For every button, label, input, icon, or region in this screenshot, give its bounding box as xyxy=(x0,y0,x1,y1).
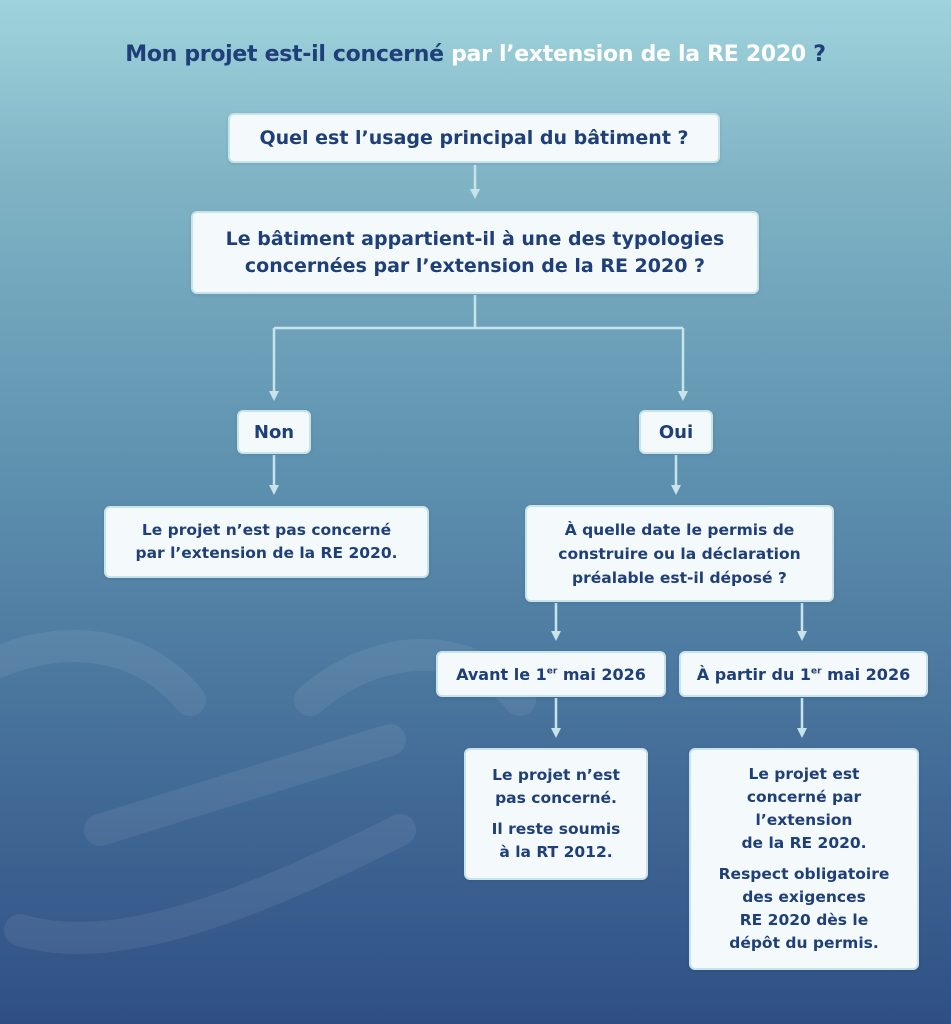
option-avant-box: Avant le 1er mai 2026 xyxy=(436,651,666,697)
option-avant-suffix: mai 2026 xyxy=(557,664,646,684)
option-apartir-box: À partir du 1er mai 2026 xyxy=(679,651,928,697)
question-typologie-box: Le bâtiment appartient-il à une des typo… xyxy=(191,211,759,294)
result-apartir-box: Le projet est concerné par l’extension d… xyxy=(689,748,919,970)
option-apartir-suffix: mai 2026 xyxy=(821,664,911,684)
result-avant-line-1: Le projet n’est xyxy=(492,766,620,784)
result-apartir-line-6: des exigences xyxy=(742,888,866,906)
question-usage-box: Quel est l’usage principal du bâtiment ? xyxy=(228,113,720,163)
result-non-line-2: par l’extension de la RE 2020. xyxy=(135,544,398,562)
result-avant-line-3: Il reste soumis xyxy=(491,820,621,838)
question-date-line-1: À quelle date le permis de xyxy=(564,520,795,539)
title-part-3: ? xyxy=(813,42,826,67)
question-date-line-3: préalable est-il déposé ? xyxy=(572,568,787,587)
result-apartir-line-1: Le projet est xyxy=(748,765,860,783)
result-non-box: Le projet n’est pas concerné par l’exten… xyxy=(104,506,429,578)
result-apartir-line-3: l’extension xyxy=(755,811,853,829)
question-usage-text: Quel est l’usage principal du bâtiment ? xyxy=(259,127,689,149)
answer-oui-text: Oui xyxy=(658,421,694,443)
answer-non-text: Non xyxy=(253,421,295,443)
title-part-1: Mon projet est-il concerné xyxy=(125,42,444,67)
option-avant-sup: er xyxy=(546,666,558,677)
result-apartir-line-5: Respect obligatoire xyxy=(718,865,890,883)
question-date-box: À quelle date le permis de construire ou… xyxy=(525,505,834,602)
option-avant-text: Avant le 1er mai 2026 xyxy=(456,665,646,684)
option-avant-prefix: Avant le 1 xyxy=(456,664,547,684)
result-avant-box: Le projet n’est pas concerné. Il reste s… xyxy=(464,748,648,880)
question-typologie-line-2: concernées par l’extension de la RE 2020… xyxy=(244,254,706,277)
option-apartir-sup: er xyxy=(811,666,822,677)
result-avant-line-2: pas concerné. xyxy=(495,789,617,807)
option-apartir-prefix: À partir du 1 xyxy=(696,664,812,684)
result-non-line-1: Le projet n’est pas concerné xyxy=(141,521,392,539)
result-avant-line-4: à la RT 2012. xyxy=(499,843,613,861)
result-apartir-line-8: dépôt du permis. xyxy=(729,934,879,952)
result-apartir-line-4: de la RE 2020. xyxy=(741,834,867,852)
title-part-2: par l’extension de la RE 2020 xyxy=(451,42,806,67)
answer-non-box: Non xyxy=(237,410,311,454)
result-apartir-line-2: concerné par xyxy=(746,788,862,806)
result-apartir-line-7: RE 2020 dès le xyxy=(739,911,869,929)
page-title: Mon projet est-il concerné par l’extensi… xyxy=(0,38,951,72)
question-typologie-line-1: Le bâtiment appartient-il à une des typo… xyxy=(225,227,725,250)
option-apartir-text: À partir du 1er mai 2026 xyxy=(697,665,910,684)
answer-oui-box: Oui xyxy=(639,410,713,454)
question-date-line-2: construire ou la déclaration xyxy=(558,544,801,563)
